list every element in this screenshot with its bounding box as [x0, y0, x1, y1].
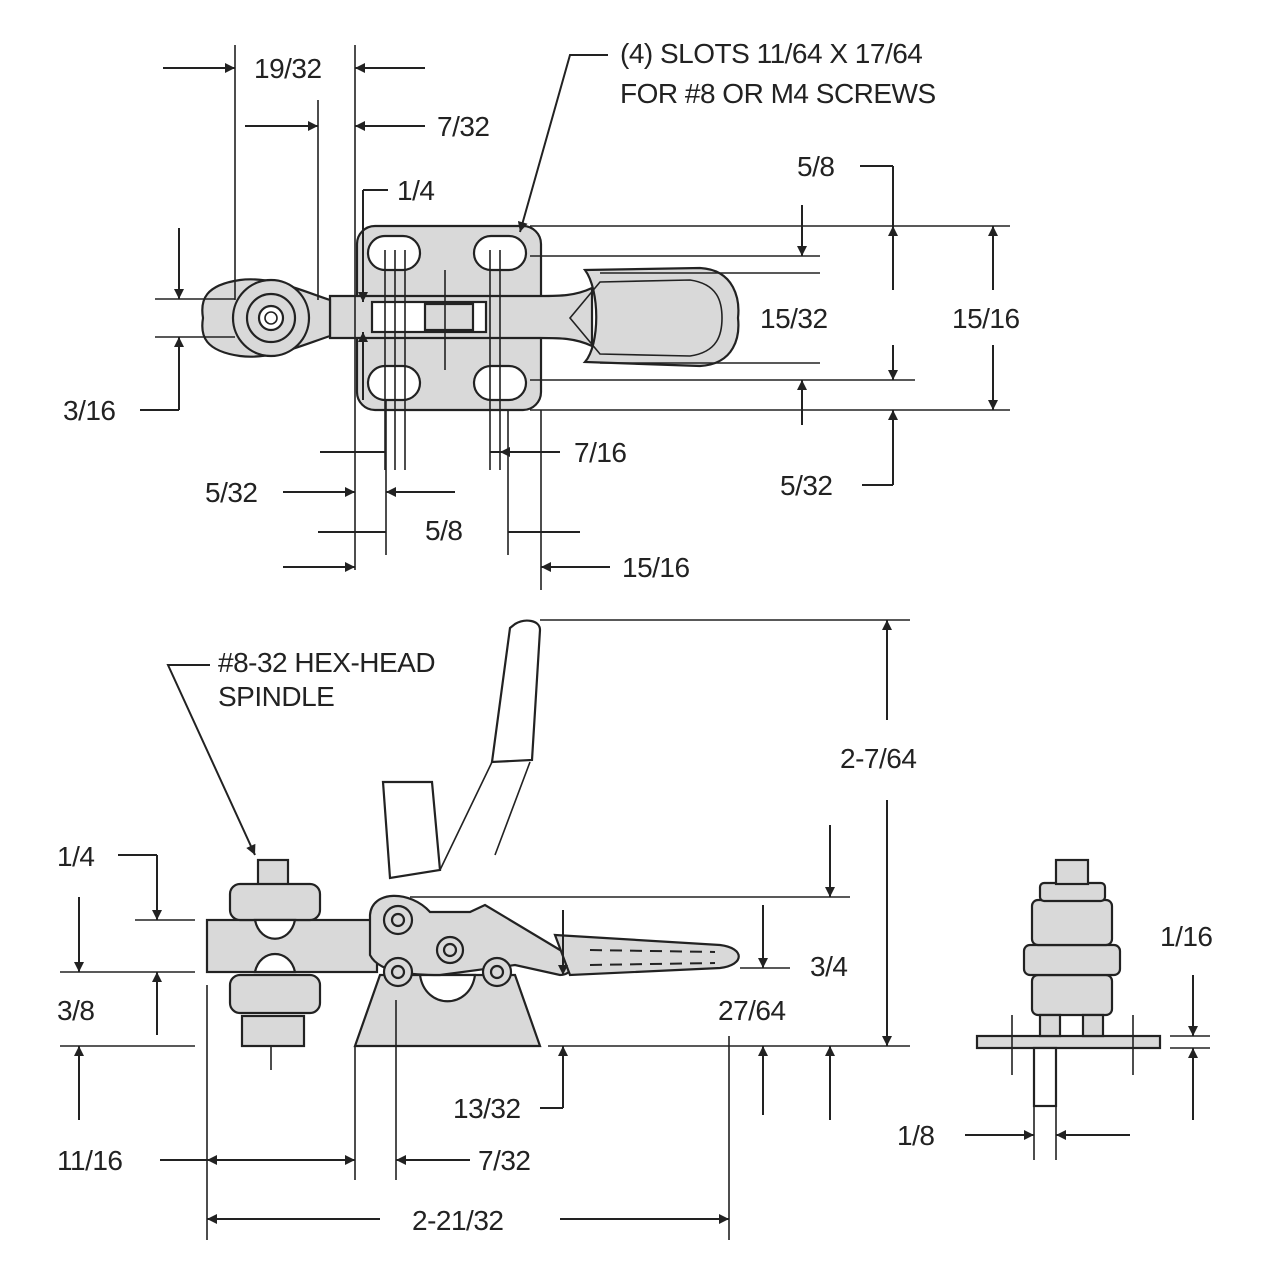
- top-handle-grip: [582, 266, 740, 368]
- dim-3-8: 3/8: [57, 995, 94, 1026]
- dim-11-16: 11/16: [57, 1145, 123, 1176]
- dim-3-16: 3/16: [63, 395, 116, 426]
- dim-5-32-right: 5/32: [780, 470, 833, 501]
- end-view: 1/16 1/8: [897, 858, 1213, 1160]
- slots-note-line1: (4) SLOTS 11/64 X 17/64: [620, 38, 922, 69]
- dim-19-32: 19/32: [254, 53, 322, 84]
- side-base-cutout: [418, 973, 477, 1003]
- side-spindle-top: [256, 858, 290, 888]
- end-leg-left: [1038, 1013, 1062, 1038]
- side-nut-bottom: [228, 973, 322, 1015]
- dim-15-16-right: 15/16: [952, 303, 1020, 334]
- side-handle-dash-b: [589, 962, 716, 966]
- slots-note-line2: FOR #8 OR M4 SCREWS: [620, 78, 936, 109]
- dim-5-8-right: 5/8: [797, 151, 834, 182]
- dim-1-4-side: 1/4: [57, 841, 94, 872]
- spindle-note-line1: #8-32 HEX-HEAD: [218, 647, 435, 678]
- end-spindle-bottom: [1032, 1046, 1058, 1108]
- top-arm-block: [423, 302, 475, 332]
- dim-7-32-side: 7/32: [478, 1145, 531, 1176]
- side-handle-dash-a: [589, 949, 716, 953]
- pivot-4-center: [489, 964, 505, 980]
- slot-bottom-left: [366, 364, 422, 402]
- dim-1-16: 1/16: [1160, 921, 1213, 952]
- top-spindle-center: [264, 311, 278, 325]
- end-nut-top: [1038, 881, 1107, 903]
- end-base: [975, 1034, 1162, 1050]
- end-nut: [1030, 898, 1114, 947]
- side-open-bar: [381, 780, 442, 880]
- side-open-handle-link: [439, 761, 531, 871]
- side-spindle-bottom: [240, 1014, 306, 1048]
- dim-1-4-top: 1/4: [397, 175, 434, 206]
- end-leg-right: [1081, 1013, 1105, 1038]
- pivot-1-center: [390, 912, 406, 928]
- dim-5-32-bottom: 5/32: [205, 477, 258, 508]
- dim-3-4: 3/4: [810, 951, 847, 982]
- end-spindle-top: [1054, 858, 1090, 886]
- top-view: 5/8 15/32 15/16 5/32 3/16 19/32 7/32: [63, 38, 1020, 590]
- dim-7-16: 7/16: [574, 437, 627, 468]
- pivot-3-center: [442, 942, 458, 958]
- dim-15-16-bottom: 15/16: [622, 552, 690, 583]
- side-open-handle: [490, 619, 542, 764]
- dim-1-8: 1/8: [897, 1120, 934, 1151]
- dim-13-32: 13/32: [453, 1093, 521, 1124]
- side-nut-arc-bottom: [253, 953, 297, 974]
- side-nut-arc-top: [253, 918, 297, 940]
- end-body-lower: [1030, 973, 1114, 1017]
- top-spindle-hole: [257, 304, 285, 332]
- side-handle-closed: [553, 933, 740, 977]
- spindle-note-line2: SPINDLE: [218, 681, 334, 712]
- dim-5-8-bottom: 5/8: [425, 515, 462, 546]
- pivot-2-center: [390, 964, 406, 980]
- side-base: [353, 973, 542, 1048]
- dim-2-7-64: 2-7/64: [840, 743, 916, 774]
- side-nut-top: [228, 882, 322, 922]
- dim-2-21-32: 2-21/32: [412, 1205, 503, 1236]
- side-view: 2-7/64 3/4 27/64 13/32 1/4 3/8 11/16: [57, 619, 917, 1240]
- spindle-note-leader: [166, 664, 256, 856]
- top-handle-grip-inner: [568, 279, 723, 357]
- slots-note-leader: [517, 54, 608, 233]
- end-collar: [1022, 943, 1122, 977]
- dim-15-32: 15/32: [760, 303, 828, 334]
- dim-7-32-top: 7/32: [437, 111, 490, 142]
- slot-top-left: [366, 234, 422, 272]
- dim-27-64: 27/64: [718, 995, 786, 1026]
